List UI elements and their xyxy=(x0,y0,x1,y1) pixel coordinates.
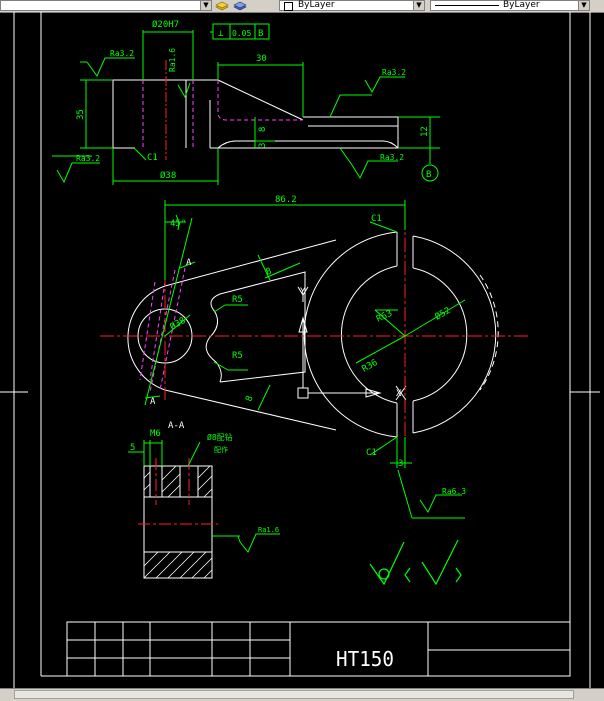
color-dropdown[interactable]: ByLayer ▼ xyxy=(279,0,425,11)
color-value: ByLayer xyxy=(298,0,335,10)
perp-tol: 0.05 xyxy=(232,29,251,38)
r36: R36 xyxy=(361,358,380,375)
layer-icon[interactable] xyxy=(215,0,229,11)
section-a-top: A xyxy=(186,258,192,268)
height-12: 12 xyxy=(420,126,430,137)
perp-datum: B xyxy=(258,29,263,39)
chamfer-c1: C1 xyxy=(147,153,158,163)
section-view: A-A M6 5 Ø8配钻 配作 Ra1.6 xyxy=(128,421,280,579)
rough-ra16-section: Ra1.6 xyxy=(258,526,279,534)
width-30: 30 xyxy=(256,54,267,64)
dim-5: 5 xyxy=(130,443,135,453)
dim-8-bottom: 8 xyxy=(244,395,255,404)
chevron-down-icon: ▼ xyxy=(578,1,589,10)
dia-52: Ø52 xyxy=(433,305,453,323)
dia-38: Ø38 xyxy=(160,170,176,181)
perp-symbol: ⊥ xyxy=(218,29,224,39)
chevron-down-icon: ▼ xyxy=(200,1,211,10)
x-axis-label: X xyxy=(396,389,402,399)
drawing-frame xyxy=(0,12,600,688)
main-view: 86.2 C1 45° 8 8 R5 R5 Ø38 R63 Ø52 R36 C1… xyxy=(100,195,530,519)
rough-ra16: Ra1.6 xyxy=(168,48,177,72)
dim-8-top: 8 xyxy=(265,267,274,278)
rough-ra32-right: Ra3.2 xyxy=(382,68,406,77)
title-block xyxy=(66,621,571,677)
chevron-down-icon: ▼ xyxy=(413,1,424,10)
section-a-bottom: A xyxy=(150,397,156,407)
rough-ra32-bottom-right: Ra3.2 xyxy=(380,153,404,162)
linetype-preview-icon xyxy=(435,5,499,6)
horizontal-scrollbar[interactable] xyxy=(14,690,574,699)
chamfer-c1-top: C1 xyxy=(371,214,382,224)
hole-label-1: Ø8配钻 xyxy=(207,432,233,442)
section-title: A-A xyxy=(168,421,185,431)
properties-toolbar: ▼ ByLayer ▼ ByLayer ▼ xyxy=(0,0,604,13)
hole-label-2: 配作 xyxy=(214,445,228,454)
rough-ra32-bottom-left: Ra3.2 xyxy=(76,154,100,163)
linetype-value: ByLayer xyxy=(503,0,540,10)
datum-b: B xyxy=(426,170,431,180)
layer-previous-icon[interactable] xyxy=(233,0,247,11)
bore-dim: Ø20H7 xyxy=(152,19,179,30)
color-swatch-icon xyxy=(284,2,293,11)
linetype-dropdown[interactable]: ByLayer ▼ xyxy=(430,0,590,11)
r63: R63 xyxy=(375,309,394,325)
r5-top: R5 xyxy=(232,295,243,305)
dim-3: 3 xyxy=(258,143,268,148)
layer-dropdown[interactable]: ▼ xyxy=(0,0,212,11)
r5-bottom: R5 xyxy=(232,351,243,361)
material-label: HT150 xyxy=(336,647,394,671)
horizontal-scrollbar-area xyxy=(0,688,604,701)
top-view: Ø20H7 ⊥ 0.05 B 30 Ra3.2 Ra1.6 Ra3.2 35 8… xyxy=(52,19,440,185)
m6-label: M6 xyxy=(150,429,161,439)
chamfer-c1-bottom: C1 xyxy=(366,448,377,458)
gap-3: 3 xyxy=(398,459,403,469)
rough-ra32-left: Ra3.2 xyxy=(110,49,134,58)
rough-ra63: Ra6.3 xyxy=(442,487,466,496)
y-axis-label: Y xyxy=(300,287,306,297)
angle-45: 45° xyxy=(170,219,186,229)
dim-8: 8 xyxy=(258,127,268,132)
overall-86: 86.2 xyxy=(275,195,297,205)
drawing-canvas[interactable]: HT150 xyxy=(0,12,604,688)
general-roughness-symbol xyxy=(369,539,462,586)
height-35: 35 xyxy=(76,109,86,120)
